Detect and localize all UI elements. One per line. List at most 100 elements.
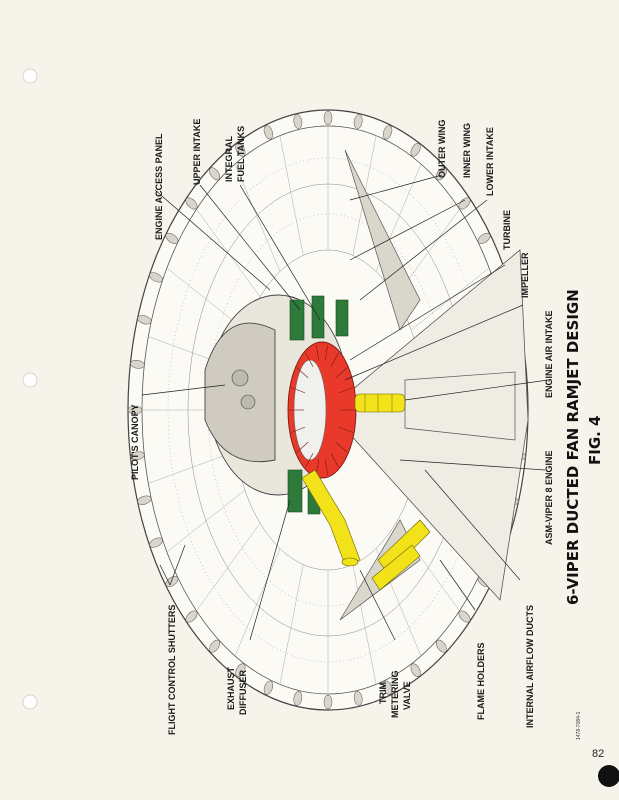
page-number: 82 [592,748,604,760]
blade-line [316,344,320,361]
label-flame-holders: FLAME HOLDERS [476,643,486,721]
rib-line [279,135,304,256]
figure-code: 1478-7084-1 [576,711,582,740]
shutter [263,680,274,695]
page-dot [598,765,619,787]
pilots-canopy [204,322,276,463]
blade-line [290,387,306,394]
canopy-port [240,394,256,410]
shutter [149,272,163,283]
rib-line [234,163,281,272]
label-fuel-tanks: FUEL TANKS [236,126,246,182]
label-upper-intake: UPPER INTAKE [192,119,202,185]
label-integral: INTEGRAL [224,136,234,183]
shutter [235,663,246,677]
shutter [410,663,421,677]
shutter [209,167,221,181]
shutter [130,359,145,369]
outer-wing-spar [344,149,421,331]
binder-hole-middle [22,372,38,388]
saucer-diagram [127,109,529,711]
shutter [137,315,152,325]
label-trim: TRIM [378,682,388,704]
label-impeller: IMPELLER [520,252,530,298]
engine-air-intake-duct [404,371,516,441]
blade-line [330,352,339,367]
label-asm-viper-engine: ASM-VIPER 8 ENGINE [544,450,554,545]
label-internal-airflow-ducts: INTERNAL AIRFLOW DUCTS [525,605,535,728]
shutter [410,143,421,157]
shutter [477,232,491,244]
blade-line [290,426,306,433]
label-metering: METERING [390,670,400,718]
label-engine-access-panel: ENGINE ACCESS PANEL [154,133,164,240]
shutter [293,691,303,706]
label-outer-wing: OUTER WING [437,120,447,179]
figure-number: FIG. 4 [586,416,604,466]
blade-line [330,453,339,468]
fuel-tank [335,299,349,337]
leader-lines [141,174,549,641]
shutter [323,110,333,126]
blade-line [296,367,309,379]
label-pilots-canopy: PILOT'S CANOPY [130,404,140,480]
rib-line [196,522,261,611]
shutter [263,125,274,140]
viper-engine-side [371,519,431,591]
viper-engine-upper [354,393,406,413]
shutter [235,143,246,157]
figure-title: 6-VIPER DUCTED FAN RAMJET DESIGN [564,289,582,605]
blade-line [296,441,309,453]
shutter [209,639,221,653]
shutter [435,639,447,653]
canopy-port [231,369,249,387]
shutter [130,451,145,461]
shutter [458,197,471,210]
blade-line [335,441,348,453]
blade-line [305,453,314,468]
shutter [185,197,198,210]
cutaway-section [327,249,529,601]
binder-hole-bottom [22,694,38,710]
shutter [382,125,393,140]
binder-hole-top [22,68,38,84]
fuel-tank [287,469,303,513]
shutter [165,232,179,244]
shutter [435,167,447,181]
shutter [149,537,163,548]
callout-labels: FLIGHT CONTROL SHUTTERS PILOT'S CANOPY E… [130,119,554,735]
blade-line [324,459,328,476]
label-exhaust: EXHAUST [226,666,236,710]
label-valve: VALVE [402,681,412,710]
blade-line [305,352,314,367]
shutter [293,114,303,129]
shutter [165,576,179,588]
blade-line [324,344,328,361]
rib-line [234,548,281,657]
label-lower-intake: LOWER INTAKE [485,127,495,196]
shutter [353,691,363,706]
turbine-blades [289,344,355,476]
rib-line [352,564,377,685]
shutter [382,680,393,695]
label-turbine: TURBINE [502,210,512,250]
shutter [323,694,333,710]
rib-line [166,489,246,553]
blade-line [338,387,354,394]
viper-engine-lower [301,469,361,567]
blade-line [338,426,354,433]
rib-line [148,451,236,484]
label-inner-wing: INNER WING [462,123,472,178]
blade-line [335,367,348,379]
label-flight-control-shutters: FLIGHT CONTROL SHUTTERS [167,605,177,735]
label-engine-air-intake: ENGINE AIR INTAKE [544,310,554,398]
rib-line [279,564,304,685]
shutter [137,495,152,505]
shutter [185,610,198,623]
rib-line [196,209,261,298]
fuel-tank [289,299,305,341]
shutter [458,610,471,623]
shutter [353,114,363,129]
label-diffuser: DIFFUSER [238,669,248,715]
